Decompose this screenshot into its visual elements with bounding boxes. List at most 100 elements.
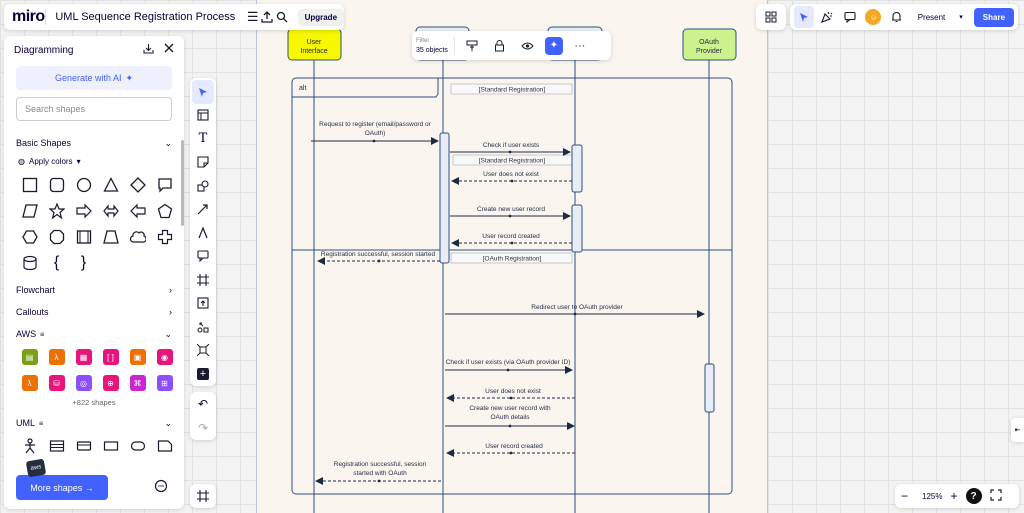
uml-state[interactable] bbox=[124, 435, 151, 457]
templates-icon[interactable] bbox=[192, 104, 214, 128]
alt-fragment[interactable] bbox=[291, 77, 733, 495]
comment-icon[interactable] bbox=[840, 6, 860, 28]
aws-shape-icon[interactable]: ⛁ bbox=[43, 372, 70, 394]
diagramming-icon[interactable] bbox=[192, 315, 214, 339]
format-icon[interactable] bbox=[461, 35, 483, 57]
comment-tool-icon[interactable] bbox=[192, 245, 214, 269]
sticky-note-icon[interactable] bbox=[192, 151, 214, 175]
shape-star[interactable] bbox=[43, 200, 70, 222]
panel-scrollbar[interactable] bbox=[181, 140, 184, 226]
section-aws[interactable]: AWS 🔒︎ ⌄ bbox=[4, 324, 184, 344]
cursor-tool-icon[interactable] bbox=[794, 6, 815, 28]
undo-icon[interactable]: ↶ bbox=[197, 397, 209, 411]
aws-shape-icon[interactable]: ⌘ bbox=[124, 372, 151, 394]
shape-cloud[interactable] bbox=[124, 226, 151, 248]
shape-triangle[interactable] bbox=[97, 174, 124, 196]
upgrade-button[interactable]: Upgrade bbox=[297, 8, 345, 26]
miro-logo[interactable]: miro bbox=[12, 8, 45, 25]
ai-tool-icon[interactable] bbox=[192, 339, 214, 363]
avatar[interactable]: ☺ bbox=[863, 6, 883, 28]
section-flowchart[interactable]: Flowchart › bbox=[4, 280, 184, 300]
shape-cylinder[interactable] bbox=[16, 252, 43, 274]
upload-icon[interactable] bbox=[192, 292, 214, 316]
aws-shape-icon[interactable]: λ bbox=[16, 372, 43, 394]
help-icon[interactable]: ? bbox=[965, 488, 982, 504]
uml-class[interactable] bbox=[43, 435, 70, 457]
aws-shape-icon[interactable]: ▤ bbox=[16, 346, 43, 368]
shape-trapezoid[interactable] bbox=[97, 226, 124, 248]
collapse-panel-button[interactable]: ⇤ bbox=[1011, 418, 1024, 442]
generate-ai-button[interactable]: Generate with AI ✦ bbox=[16, 66, 172, 90]
section-uml[interactable]: UML 🔒︎ ⌄ bbox=[4, 413, 184, 433]
menu-icon[interactable]: ☰ bbox=[246, 9, 259, 24]
shape-rounded-square[interactable] bbox=[43, 174, 70, 196]
board-title[interactable]: UML Sequence Registration Process bbox=[55, 11, 236, 23]
apps-button[interactable] bbox=[756, 4, 786, 30]
zoom-level[interactable]: 125% bbox=[922, 491, 943, 501]
shape-square[interactable] bbox=[16, 174, 43, 196]
uml-interface[interactable] bbox=[70, 435, 97, 457]
shape-circle[interactable] bbox=[70, 174, 97, 196]
shape-diamond[interactable] bbox=[124, 174, 151, 196]
aws-shape-icon[interactable]: [ ] bbox=[97, 346, 124, 368]
line-tool-icon[interactable] bbox=[192, 198, 214, 222]
shape-arrow-left[interactable] bbox=[124, 200, 151, 222]
shape-arrow-double[interactable] bbox=[97, 200, 124, 222]
bell-icon[interactable] bbox=[887, 6, 907, 28]
section-callouts[interactable]: Callouts › bbox=[4, 302, 184, 322]
aws-shape-icon[interactable]: ▣ bbox=[124, 346, 151, 368]
share-button[interactable]: Share bbox=[973, 7, 1015, 27]
apply-colors-button[interactable]: ◍ Apply colors ▾ bbox=[4, 153, 184, 169]
shapes-tool-icon[interactable] bbox=[192, 174, 214, 198]
section-basic-shapes[interactable]: Basic Shapes ⌄ bbox=[4, 133, 184, 153]
feedback-chat-icon[interactable] bbox=[154, 479, 168, 498]
shape-arrow-right[interactable] bbox=[70, 200, 97, 222]
shape-pentagon[interactable] bbox=[151, 200, 178, 222]
eye-icon[interactable] bbox=[517, 35, 539, 57]
frames-panel-button[interactable] bbox=[190, 484, 216, 508]
uml-rectangle[interactable] bbox=[97, 435, 124, 457]
pen-tool-icon[interactable] bbox=[192, 221, 214, 245]
aws-shape-icon[interactable]: ⊕ bbox=[97, 372, 124, 394]
close-icon[interactable] bbox=[164, 43, 174, 57]
shape-brace-left[interactable]: { bbox=[53, 254, 60, 271]
fit-screen-icon[interactable] bbox=[989, 489, 1002, 503]
aws-shape-icon[interactable]: ▦ bbox=[70, 346, 97, 368]
shape-predefined-process[interactable] bbox=[70, 226, 97, 248]
activation-system[interactable] bbox=[439, 132, 450, 264]
uml-note[interactable] bbox=[151, 435, 178, 457]
frame-tool-icon[interactable] bbox=[192, 268, 214, 292]
add-more-icon[interactable]: + bbox=[192, 362, 214, 386]
filter-button[interactable]: Filter 35 objects bbox=[416, 36, 455, 55]
activation-db-2[interactable] bbox=[571, 204, 583, 253]
aws-shape-icon[interactable]: ◉ bbox=[151, 346, 178, 368]
activation-db-1[interactable] bbox=[571, 144, 583, 193]
aws-shape-icon[interactable]: λ bbox=[43, 346, 70, 368]
shape-hexagon[interactable] bbox=[16, 226, 43, 248]
search-shapes-input[interactable]: Search shapes bbox=[16, 97, 172, 121]
ai-assist-icon[interactable]: ✦ bbox=[544, 36, 563, 55]
text-tool-icon[interactable]: T bbox=[198, 131, 208, 147]
select-tool-icon[interactable] bbox=[192, 80, 214, 104]
redo-icon[interactable]: ↷ bbox=[197, 421, 209, 435]
aws-more-count[interactable]: +822 shapes bbox=[72, 398, 116, 407]
lock-icon[interactable] bbox=[489, 35, 511, 57]
shape-speech-bubble[interactable] bbox=[151, 174, 178, 196]
shape-cross[interactable] bbox=[151, 226, 178, 248]
aws-shape-icon[interactable]: ◎ bbox=[70, 372, 97, 394]
shape-parallelogram[interactable] bbox=[16, 200, 43, 222]
search-icon[interactable] bbox=[275, 6, 290, 28]
shape-octagon[interactable] bbox=[43, 226, 70, 248]
uml-actor[interactable] bbox=[16, 435, 43, 457]
aws-shape-icon[interactable]: ⊞ bbox=[151, 372, 178, 394]
celebrate-icon[interactable] bbox=[817, 6, 837, 28]
present-button[interactable]: Present ▾ bbox=[910, 7, 971, 27]
more-options-icon[interactable]: ··· bbox=[574, 39, 586, 52]
more-shapes-button[interactable]: More shapes → bbox=[16, 475, 108, 500]
download-icon[interactable] bbox=[143, 43, 154, 57]
zoom-in-button[interactable]: + bbox=[950, 489, 958, 503]
export-icon[interactable] bbox=[260, 6, 275, 28]
shape-brace-right[interactable]: } bbox=[80, 254, 87, 271]
activation-oauth[interactable] bbox=[704, 363, 715, 413]
zoom-out-button[interactable]: − bbox=[901, 489, 909, 503]
